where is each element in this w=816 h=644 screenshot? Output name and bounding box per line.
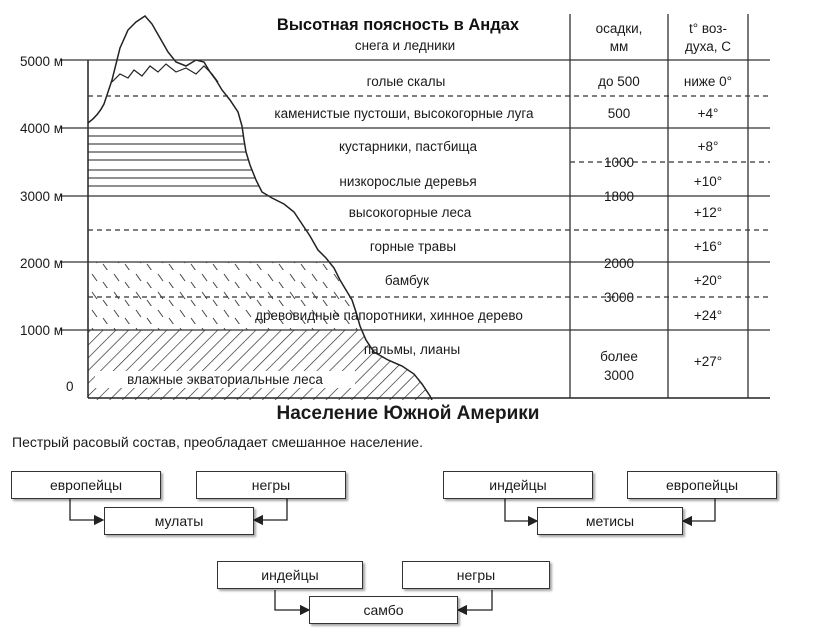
- parent-box-blacks: негры: [196, 471, 346, 499]
- altitude-label: 5000 м: [20, 54, 63, 69]
- parent-box-indians: индейцы: [217, 561, 363, 589]
- precip-value: 2000: [604, 256, 634, 271]
- precip-header-line1: осадки,: [596, 21, 643, 36]
- temp-value: +24°: [694, 308, 722, 323]
- precip-value: до 500: [598, 74, 640, 89]
- result-box-mestizos: метисы: [537, 507, 683, 535]
- result-box-zambos: самбо: [309, 596, 458, 624]
- precip-value: 1800: [604, 189, 634, 204]
- snow-line: [111, 63, 219, 83]
- temp-header-line2: духа, С: [685, 39, 731, 54]
- zone-label: влажные экваториальные леса: [127, 372, 323, 387]
- precip-value: 3000: [604, 368, 634, 383]
- altitude-label: 0: [66, 379, 74, 394]
- zone-lines: [60, 59, 770, 331]
- temp-value: +20°: [694, 273, 722, 288]
- precip-value: более: [600, 349, 638, 364]
- temp-value: +8°: [698, 139, 719, 154]
- zone-label: древовидные папоротники, хинное дерево: [255, 308, 523, 323]
- population-subtitle: Пестрый расовый состав, преобладает смеш…: [12, 434, 423, 450]
- precip-value: 1000: [604, 155, 634, 170]
- altitude-label: 3000 м: [20, 189, 63, 204]
- population-title: Население Южной Америки: [276, 403, 540, 424]
- temp-value: +12°: [694, 205, 722, 220]
- column-separators: [569, 14, 749, 398]
- zone-label: низкорослые деревья: [339, 174, 476, 189]
- zone-label: каменистые пустоши, высокогорные луга: [274, 106, 534, 121]
- parent-box-europeans: европейцы: [11, 471, 161, 499]
- temp-value: ниже 0°: [684, 74, 732, 89]
- mountain-outline: [87, 15, 433, 400]
- parent-box-blacks: негры: [402, 561, 550, 589]
- result-box-mulattoes: мулаты: [104, 507, 254, 535]
- temp-value: +27°: [694, 354, 722, 369]
- parent-box-europeans: европейцы: [627, 471, 777, 499]
- precip-header-line2: мм: [610, 39, 629, 54]
- temp-header-line1: t° воз-: [689, 21, 727, 36]
- parent-box-indians: индейцы: [443, 471, 593, 499]
- precip-value: 3000: [604, 290, 634, 305]
- temp-value: +16°: [694, 239, 722, 254]
- andes-title: Высотная поясность в Андах: [277, 16, 520, 34]
- precip-value: 500: [608, 106, 631, 121]
- altitude-label: 1000 м: [20, 323, 63, 338]
- zone-label: бамбук: [385, 273, 429, 288]
- zone-label: голые скалы: [367, 74, 446, 89]
- lowland-label-bg: [95, 371, 355, 388]
- altitude-label: 4000 м: [20, 121, 63, 136]
- zone-label: высокогорные леса: [349, 205, 472, 220]
- temp-value: +4°: [698, 106, 719, 121]
- andes-altitude-diagram: Высотная поясность в Андах осадки, мм t°…: [20, 14, 770, 400]
- temp-value: +10°: [694, 174, 722, 189]
- zone-label: снега и ледники: [355, 38, 455, 53]
- zone-label: горные травы: [370, 239, 456, 254]
- zone-label: пальмы, лианы: [364, 342, 460, 357]
- zone-label: кустарники, пастбища: [339, 139, 478, 154]
- altitude-label: 2000 м: [20, 256, 63, 271]
